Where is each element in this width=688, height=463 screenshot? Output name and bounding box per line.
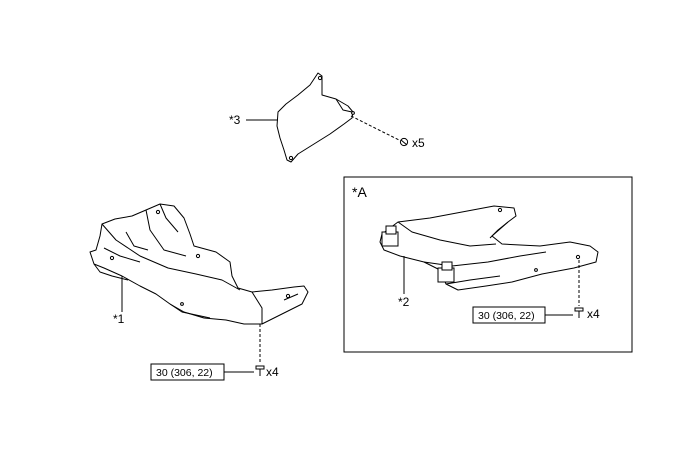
part-2-under-cover bbox=[379, 205, 599, 291]
inset-label: *A bbox=[352, 184, 367, 200]
inset-torque-value: 30 (306, 22) bbox=[478, 310, 535, 322]
part-1-label: *1 bbox=[113, 312, 125, 326]
inset-bracket-front bbox=[381, 225, 455, 283]
part-1-under-cover bbox=[89, 203, 309, 325]
inset-bolt-icon bbox=[574, 307, 584, 318]
inset-frame bbox=[343, 176, 633, 353]
part-3-cover-panel bbox=[276, 72, 355, 163]
clip-dashed-line bbox=[350, 115, 400, 141]
part-3-label: *3 bbox=[229, 113, 241, 127]
main-bolt-icon bbox=[255, 365, 265, 376]
main-bolt-quantity: x4 bbox=[266, 365, 279, 379]
part-2-label: *2 bbox=[398, 295, 410, 309]
clip-icon bbox=[399, 137, 409, 147]
main-torque-value: 30 (306, 22) bbox=[156, 367, 213, 379]
clip-quantity: x5 bbox=[412, 136, 425, 150]
inset-bolt-quantity: x4 bbox=[587, 307, 600, 321]
